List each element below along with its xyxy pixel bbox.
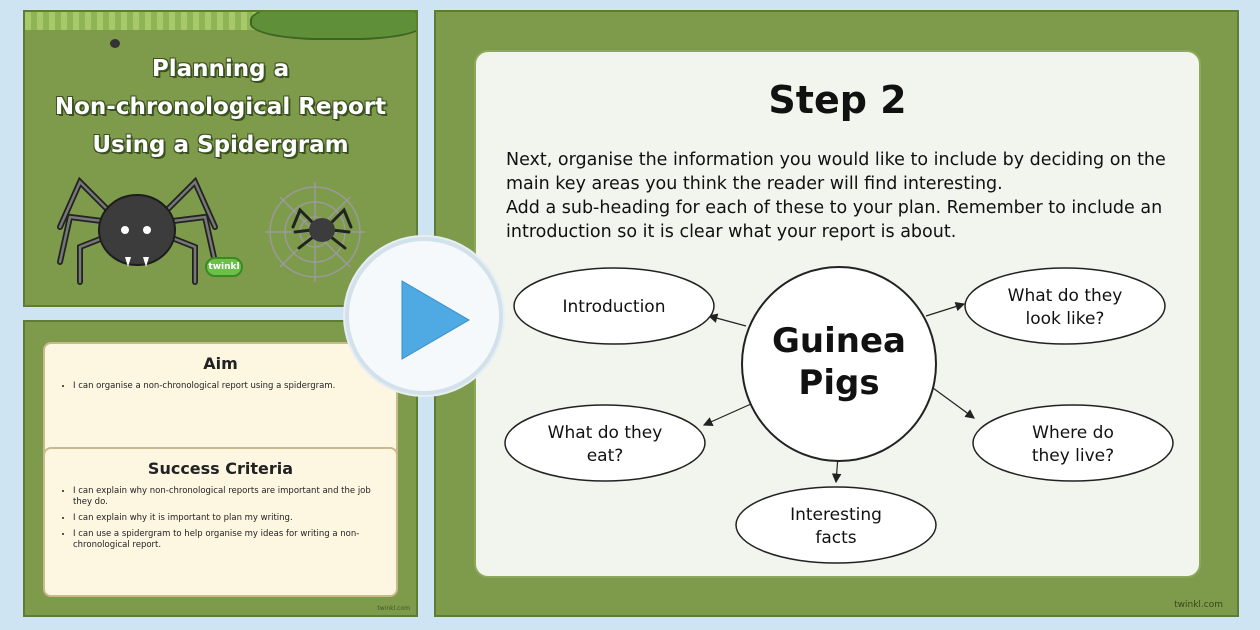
bush-decoration bbox=[250, 12, 416, 40]
aim-list: I can organise a non-chronological repor… bbox=[73, 381, 384, 392]
slide-title: Step 2 bbox=[768, 78, 907, 122]
node-introduction bbox=[513, 267, 715, 345]
ladybug-icon bbox=[110, 39, 120, 48]
footer-brand: twinkl.com bbox=[1174, 600, 1223, 610]
node-facts-line-2: facts bbox=[815, 528, 856, 548]
success-criteria-list: I can explain why non-chronological repo… bbox=[73, 486, 384, 551]
center-node bbox=[741, 266, 937, 462]
node-introduction-label: Introduction bbox=[563, 297, 666, 317]
instructions-text: Next, organise the information you would… bbox=[506, 148, 1186, 244]
success-item: I can explain why it is important to pla… bbox=[73, 513, 384, 524]
center-label-line-1: Guinea bbox=[772, 321, 906, 361]
node-look-like bbox=[964, 267, 1166, 345]
footer-brand: twinkl.com bbox=[377, 605, 410, 612]
title-line-2: Non-chronological Report bbox=[54, 94, 387, 120]
node-facts bbox=[735, 486, 937, 564]
center-label-line-2: Pigs bbox=[798, 363, 879, 403]
aim-title: Aim bbox=[203, 354, 238, 373]
title-line-1: Planning a bbox=[151, 56, 290, 82]
node-live bbox=[972, 404, 1174, 482]
node-eat-line-1: What do they bbox=[548, 423, 663, 443]
node-look-like-line-1: What do they bbox=[1008, 286, 1123, 306]
content-panel: Step 2 Next, organise the information yo… bbox=[474, 50, 1201, 578]
success-item: I can explain why non-chronological repo… bbox=[73, 486, 384, 508]
main-slide: Step 2 Next, organise the information yo… bbox=[434, 10, 1239, 617]
aim-item: I can organise a non-chronological repor… bbox=[73, 381, 384, 392]
thumbnail-aim-slide[interactable]: Aim I can organise a non-chronological r… bbox=[23, 320, 418, 617]
success-criteria-title: Success Criteria bbox=[147, 459, 294, 478]
thumbnail-title: Planning a Non-chronological Report Usin… bbox=[25, 50, 416, 164]
node-live-line-2: they live? bbox=[1032, 446, 1114, 466]
node-look-like-line-2: look like? bbox=[1026, 309, 1105, 329]
node-eat bbox=[504, 404, 706, 482]
title-line-3: Using a Spidergram bbox=[92, 132, 349, 158]
spider-illustration bbox=[57, 176, 365, 285]
success-item: I can use a spidergram to help organise … bbox=[73, 529, 384, 551]
success-criteria-box: Success Criteria I can explain why non-c… bbox=[43, 447, 398, 597]
node-facts-line-1: Interesting bbox=[790, 505, 882, 525]
aim-box: Aim I can organise a non-chronological r… bbox=[43, 342, 398, 460]
spidergram-diagram: Guinea Pigs Introduction What do they lo… bbox=[504, 266, 1174, 564]
instructions-paragraph-1: Next, organise the information you would… bbox=[506, 150, 1166, 194]
node-live-line-1: Where do bbox=[1032, 423, 1114, 443]
instructions-paragraph-2: Add a sub-heading for each of these to y… bbox=[506, 198, 1163, 242]
twinkl-logo: twinkl bbox=[205, 257, 243, 277]
play-icon bbox=[401, 280, 470, 360]
play-button[interactable] bbox=[345, 237, 503, 395]
thumbnail-title-slide[interactable]: Planning a Non-chronological Report Usin… bbox=[23, 10, 418, 307]
node-eat-line-2: eat? bbox=[587, 446, 624, 466]
connector-arrows bbox=[702, 301, 975, 484]
